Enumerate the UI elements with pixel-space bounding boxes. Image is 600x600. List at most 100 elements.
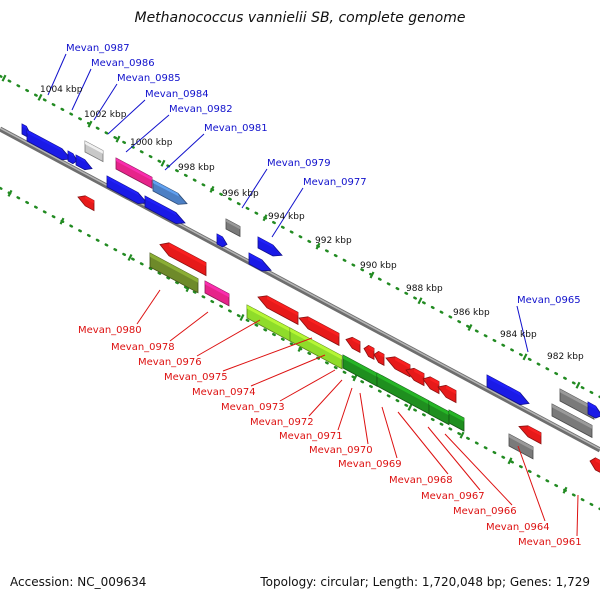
- backbone-line: [0, 126, 600, 453]
- reverse-gene-label: Mevan_0964: [486, 522, 550, 533]
- tick-label: 1004 kbp: [40, 85, 83, 95]
- forward-gene-feature: [486, 374, 530, 406]
- reverse-gene-feature: [363, 344, 375, 361]
- reverse-gene-feature: [448, 409, 465, 432]
- outer-tick-mark: [262, 214, 268, 222]
- reverse-label-leader: [279, 369, 336, 402]
- reverse-gene-label: Mevan_0973: [221, 402, 285, 413]
- forward-gene-feature: [257, 236, 283, 257]
- forward-gene-feature: [225, 218, 241, 238]
- reverse-label-leader: [517, 445, 546, 522]
- label-leader-lines: [47, 53, 579, 537]
- reverse-gene-feature: [257, 295, 299, 326]
- genome-backbone: [0, 126, 600, 453]
- reverse-gene-feature: [518, 425, 542, 445]
- tick-label: 1000 kbp: [130, 138, 173, 148]
- outer-tick-mark: [209, 185, 215, 193]
- forward-label-leader: [93, 83, 118, 121]
- forward-gene-feature: [587, 401, 600, 419]
- reverse-label-leader: [381, 406, 398, 459]
- reverse-gene-feature: [342, 354, 378, 387]
- reverse-gene-feature: [298, 316, 340, 347]
- forward-gene-label: Mevan_0977: [303, 177, 367, 188]
- forward-gene-feature: [75, 154, 93, 171]
- reverse-label-leader: [397, 411, 449, 475]
- reverse-gene-feature: [405, 367, 425, 387]
- tick-label: 990 kbp: [360, 261, 397, 271]
- forward-label-leader: [164, 133, 205, 171]
- reverse-label-leader: [136, 289, 161, 325]
- reverse-gene-feature: [345, 336, 361, 354]
- forward-gene-label: Mevan_0985: [117, 73, 181, 84]
- forward-gene-feature: [551, 403, 593, 439]
- reverse-gene-label: Mevan_0968: [389, 475, 453, 486]
- forward-gene-label: Mevan_0982: [169, 104, 233, 115]
- reverse-gene-label: Mevan_0971: [279, 431, 343, 442]
- reverse-gene-label: Mevan_0975: [164, 372, 228, 383]
- forward-gene-feature: [84, 140, 104, 163]
- reverse-gene-feature: [385, 356, 411, 378]
- outer-dotted-ring: [0, 74, 600, 399]
- map-title: Methanococcus vannielii SB, complete gen…: [134, 10, 465, 26]
- inner-tick-mark: [407, 403, 413, 411]
- reverse-gene-feature: [149, 252, 199, 294]
- forward-gene-feature: [144, 195, 186, 224]
- forward-gene-label: Mevan_0987: [66, 43, 130, 54]
- forward-gene-label: Mevan_0986: [91, 58, 155, 69]
- tick-label: 994 kbp: [268, 212, 305, 222]
- outer-tick-mark: [522, 353, 528, 361]
- reverse-gene-feature: [422, 376, 440, 395]
- tick-label: 992 kbp: [315, 236, 352, 246]
- inner-tick-mark: [239, 313, 245, 321]
- reverse-gene-label: Mevan_0972: [250, 417, 314, 428]
- reverse-label-leader: [427, 426, 481, 491]
- tick-label: 986 kbp: [453, 308, 490, 318]
- reverse-gene-label: Mevan_0970: [309, 445, 373, 456]
- reverse-label-leader: [169, 311, 209, 342]
- forward-gene-feature: [216, 233, 228, 248]
- forward-gene-feature: [248, 252, 272, 272]
- reverse-gene-feature: [428, 400, 450, 426]
- inner-tick-mark: [459, 431, 465, 439]
- forward-gene-feature: [152, 179, 188, 205]
- reverse-gene-label: Mevan_0978: [111, 342, 175, 353]
- reverse-label-leader: [250, 354, 326, 387]
- tick-label: 984 kbp: [500, 330, 537, 340]
- reverse-gene-feature: [77, 195, 95, 212]
- reverse-label-leader: [359, 392, 369, 445]
- tick-label: 996 kbp: [222, 189, 259, 199]
- outer-tick-mark: [575, 381, 581, 389]
- inner-tick-mark: [7, 189, 13, 197]
- outer-tick-mark: [1, 74, 7, 82]
- outer-tick-mark: [417, 297, 423, 305]
- outer-tick-mark: [160, 159, 166, 167]
- forward-gene-feature: [115, 157, 153, 189]
- outer-tick-mark: [467, 323, 473, 331]
- forward-gene-feature: [67, 150, 78, 165]
- tick-marks: [1, 74, 581, 494]
- reverse-gene-feature: [373, 350, 385, 367]
- outer-tick-mark: [369, 271, 375, 279]
- inner-tick-mark: [59, 217, 65, 225]
- forward-gene-label: Mevan_0981: [204, 123, 268, 134]
- reverse-label-leader: [576, 494, 579, 537]
- reverse-label-leader: [196, 319, 261, 357]
- accession-text: Accession: NC_009634: [10, 575, 146, 589]
- reverse-label-leader: [222, 337, 313, 372]
- outer-tick-mark: [37, 93, 43, 101]
- inner-tick-mark: [352, 374, 358, 382]
- reverse-label-leader: [308, 379, 343, 417]
- inner-tick-mark: [127, 254, 133, 262]
- reverse-label-leader: [444, 433, 513, 506]
- gene-features: [21, 123, 600, 473]
- outer-tick-mark: [87, 120, 93, 128]
- forward-label-leader: [107, 99, 146, 135]
- reverse-gene-feature: [159, 242, 207, 277]
- reverse-label-leader: [337, 387, 353, 431]
- forward-gene-feature: [106, 175, 148, 204]
- forward-gene-label: Mevan_0965: [517, 295, 581, 306]
- reverse-gene-label: Mevan_0980: [78, 325, 142, 336]
- reverse-gene-feature: [204, 280, 230, 307]
